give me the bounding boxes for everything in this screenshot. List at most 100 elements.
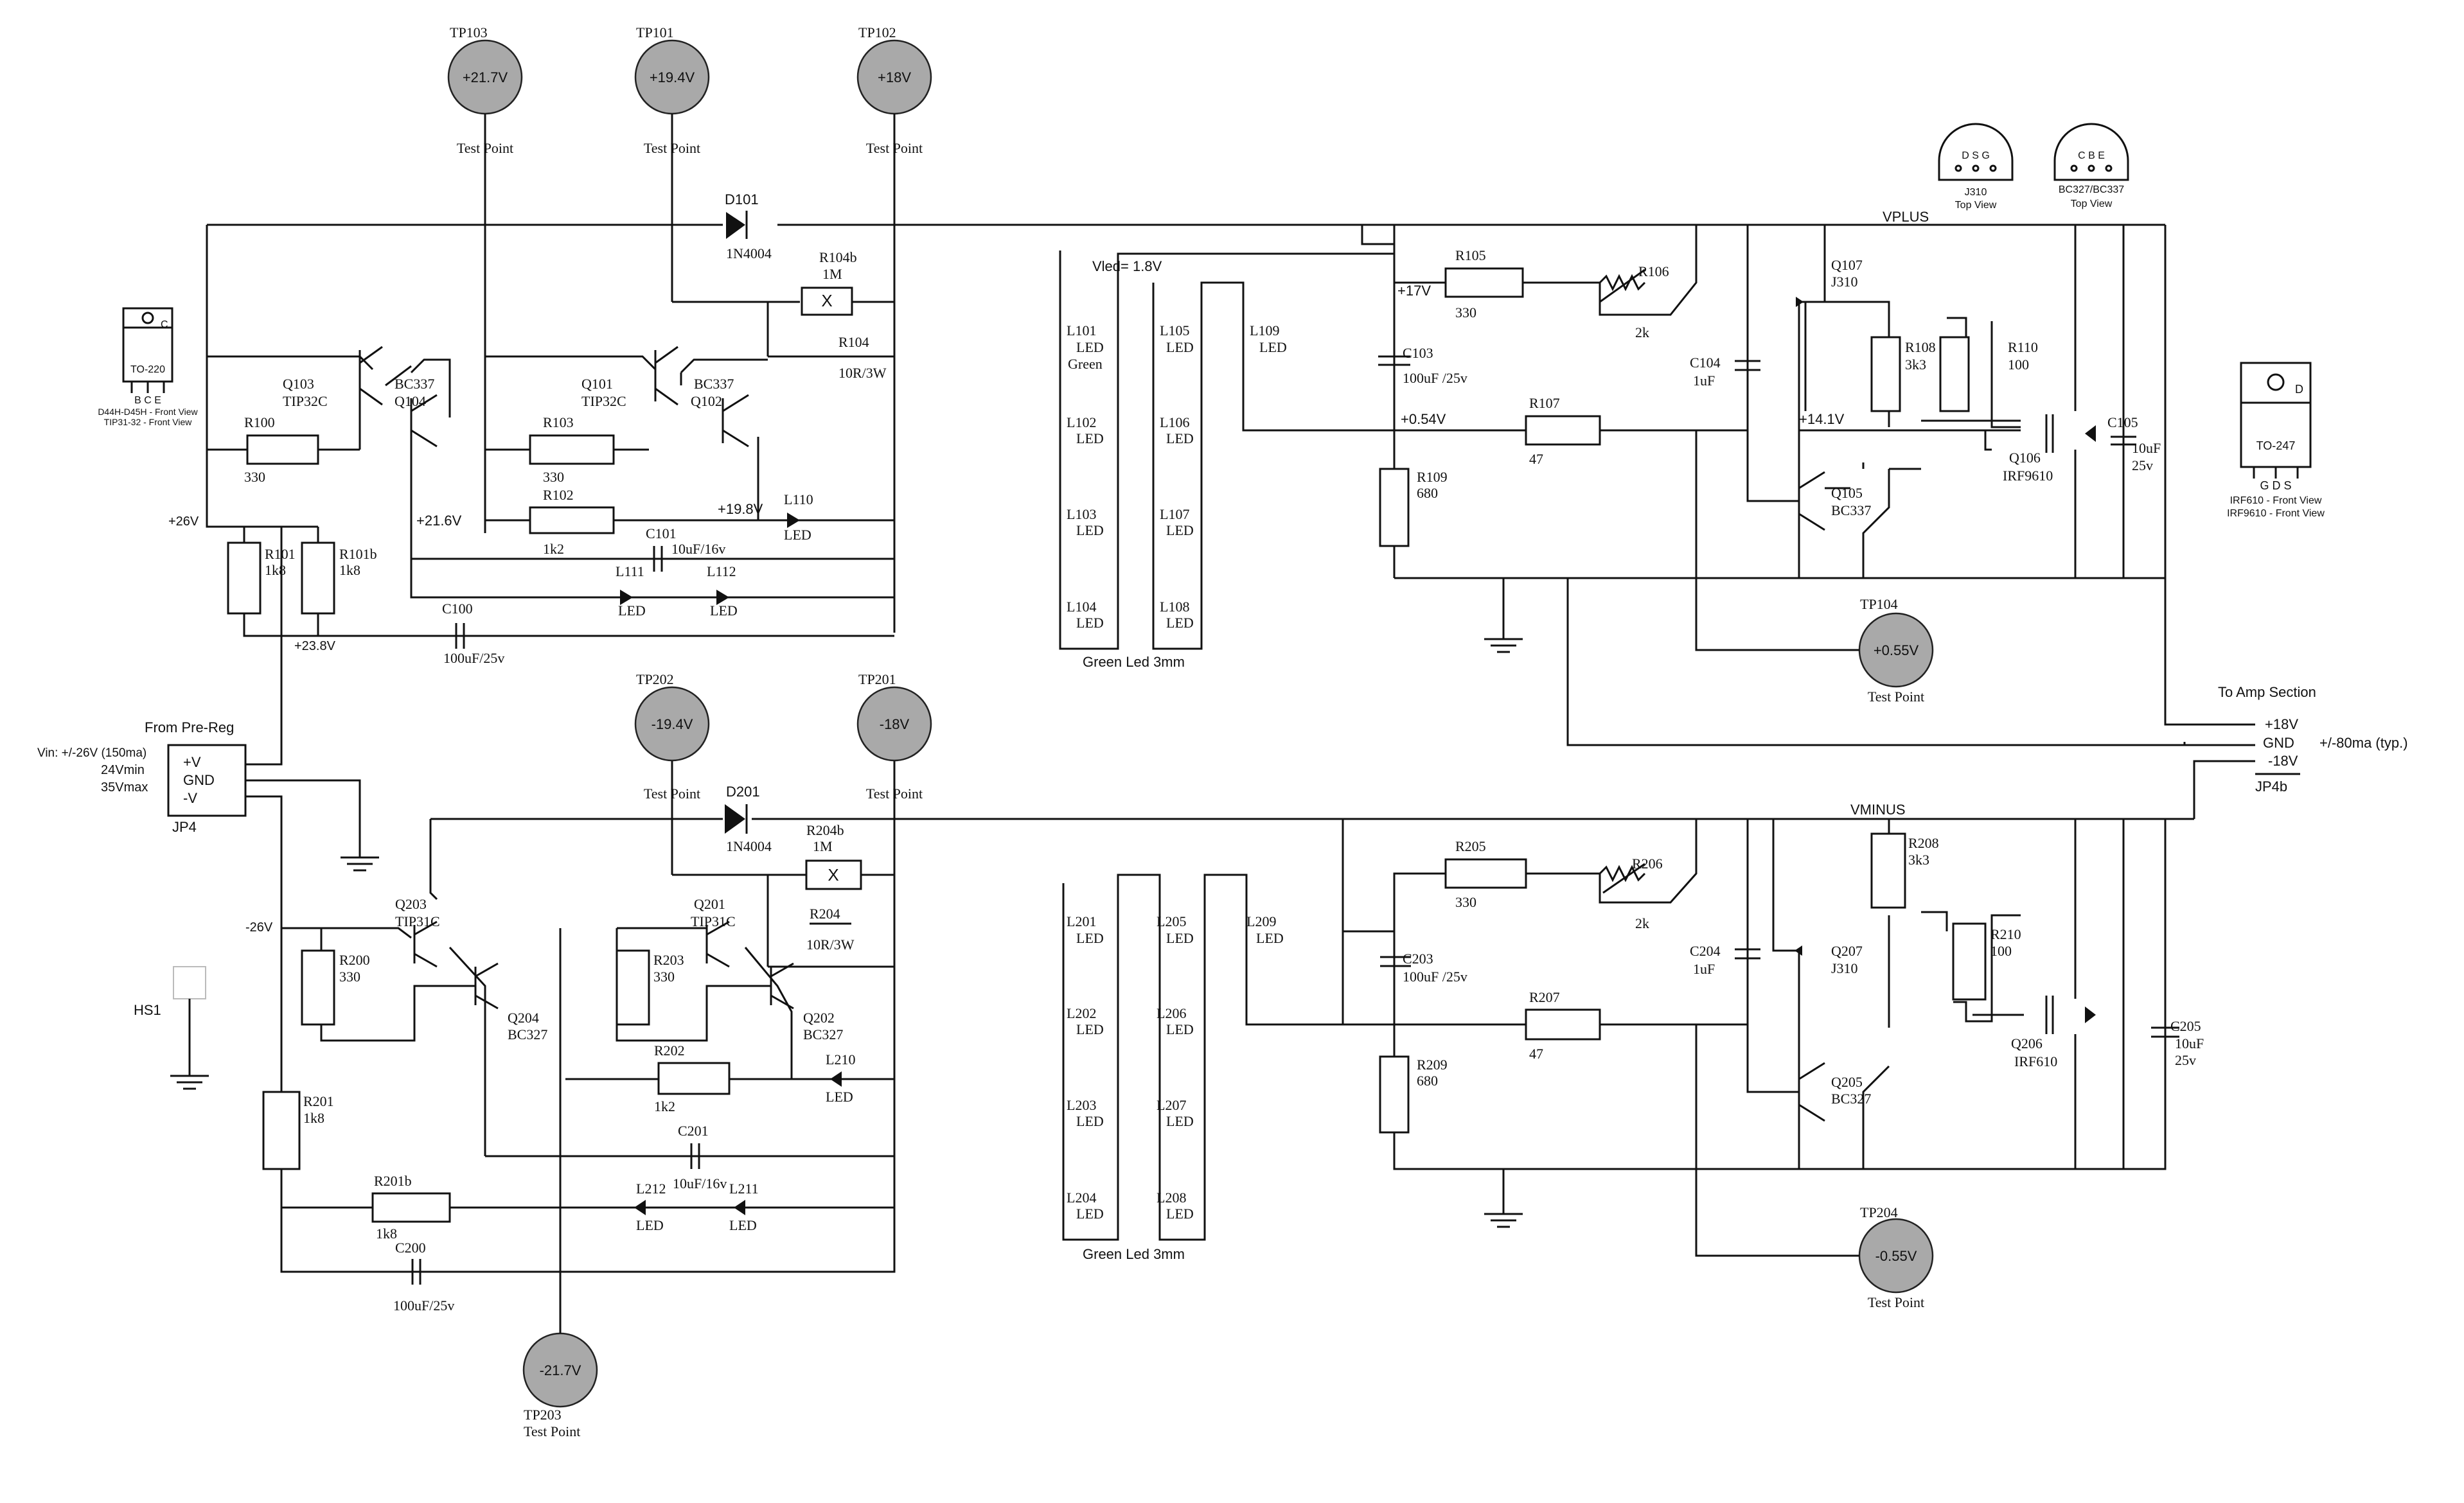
svg-text:10uF: 10uF (2132, 440, 2161, 456)
svg-text:TIP31C: TIP31C (395, 913, 440, 929)
svg-text:1k8: 1k8 (303, 1110, 324, 1126)
svg-text:LED: LED (1076, 1113, 1104, 1129)
svg-text:Top View: Top View (2071, 198, 2113, 209)
svg-text:LED: LED (1166, 522, 1194, 538)
resistor-r209 (1379, 1055, 1410, 1134)
svg-text:LED: LED (1166, 615, 1194, 631)
svg-text:R206: R206 (1632, 856, 1663, 872)
resistor-r109 (1379, 468, 1410, 547)
svg-text:+V: +V (183, 754, 201, 770)
svg-text:3k3: 3k3 (1905, 356, 1926, 373)
svg-text:D S G: D S G (1962, 150, 1990, 161)
svg-text:B C E: B C E (134, 395, 161, 406)
tp-ref: TP104 (1860, 596, 1898, 612)
tp-ref: TP202 (636, 671, 674, 687)
svg-text:Q205: Q205 (1831, 1074, 1863, 1090)
svg-text:R200: R200 (339, 952, 370, 968)
svg-text:R105: R105 (1455, 247, 1486, 263)
svg-text:L107: L107 (1160, 506, 1189, 522)
tp-value: +21.7V (463, 69, 508, 85)
svg-text:LED: LED (1166, 430, 1194, 446)
svg-text:1N4004: 1N4004 (726, 245, 772, 261)
svg-text:BC327: BC327 (803, 1026, 843, 1042)
svg-text:JP4: JP4 (172, 819, 197, 835)
svg-text:Q204: Q204 (508, 1010, 539, 1026)
svg-text:L201: L201 (1067, 913, 1096, 929)
svg-text:IRF610 - Front View: IRF610 - Front View (2230, 495, 2322, 506)
svg-text:R100: R100 (244, 414, 275, 430)
svg-text:330: 330 (543, 469, 564, 485)
svg-text:C B E: C B E (2078, 150, 2105, 161)
svg-text:R104: R104 (838, 334, 869, 350)
svg-text:Q102: Q102 (691, 393, 722, 409)
svg-text:R102: R102 (543, 487, 574, 503)
svg-text:LED: LED (1166, 1206, 1194, 1222)
svg-text:-V: -V (183, 790, 197, 806)
svg-text:+21.6V: +21.6V (416, 513, 462, 529)
svg-text:LED: LED (826, 1089, 853, 1105)
svg-text:LED: LED (636, 1217, 664, 1233)
svg-text:C: C (161, 319, 168, 330)
lower-regulator: D201 1N4004 X R204b 1M R204 10R/3W Q203 … (245, 761, 2194, 1333)
svg-text:R207: R207 (1529, 989, 1560, 1005)
svg-text:LED: LED (1076, 615, 1104, 631)
tp-value: +18V (878, 69, 911, 85)
svg-text:LED: LED (710, 602, 738, 619)
svg-text:10R/3W: 10R/3W (806, 936, 855, 953)
svg-text:L106: L106 (1160, 414, 1189, 430)
svg-text:HS1: HS1 (134, 1002, 161, 1018)
svg-text:BC337: BC337 (694, 376, 734, 392)
svg-text:R201b: R201b (374, 1173, 412, 1189)
svg-text:Q105: Q105 (1831, 485, 1863, 501)
svg-text:R103: R103 (543, 414, 574, 430)
svg-text:+/-80ma (typ.): +/-80ma (typ.) (2319, 735, 2408, 751)
svg-text:L211: L211 (729, 1181, 759, 1197)
svg-text:330: 330 (244, 469, 265, 485)
svg-text:L208: L208 (1157, 1190, 1186, 1206)
svg-text:100: 100 (1990, 943, 2012, 959)
svg-text:R104b: R104b (819, 249, 857, 265)
bc327-package: C B E BC327/BC337 Top View (2053, 123, 2129, 209)
svg-text:LED: LED (1256, 930, 1284, 946)
svg-text:L210: L210 (826, 1051, 855, 1068)
svg-text:IRF9610: IRF9610 (2003, 468, 2053, 484)
svg-text:Q207: Q207 (1831, 943, 1863, 959)
svg-text:Q106: Q106 (2009, 450, 2041, 466)
svg-text:Q202: Q202 (803, 1010, 835, 1026)
svg-text:2k: 2k (1635, 324, 1649, 340)
j310-package: D S G J310 Top View (1938, 123, 2014, 211)
svg-text:LED: LED (1076, 430, 1104, 446)
svg-text:330: 330 (653, 969, 675, 985)
diode-d101 (726, 212, 745, 239)
svg-text:Q101: Q101 (581, 376, 613, 392)
connector-jp4: From Pre-Reg Vin: +/-26V (150ma) 24Vmin … (37, 689, 896, 1273)
svg-text:TO-220: TO-220 (130, 364, 165, 375)
svg-text:L204: L204 (1067, 1190, 1096, 1206)
svg-text:J310: J310 (1831, 274, 1858, 290)
svg-text:1k8: 1k8 (376, 1226, 397, 1242)
svg-text:C103: C103 (1403, 345, 1433, 361)
svg-text:47: 47 (1529, 451, 1543, 467)
svg-text:+0.54V: +0.54V (1401, 411, 1446, 427)
resistor-r101b (301, 541, 335, 615)
svg-text:100uF /25v: 100uF /25v (1403, 370, 1467, 386)
svg-text:Green: Green (1068, 356, 1103, 372)
svg-text:Q107: Q107 (1831, 257, 1863, 273)
svg-text:Q104: Q104 (394, 393, 426, 409)
svg-text:+17V: +17V (1397, 283, 1431, 299)
svg-text:D201: D201 (726, 784, 760, 800)
resistor-r202 (657, 1062, 731, 1095)
upper-output-stage: VPLUS R105 330 R106 2k (1361, 209, 2186, 746)
svg-text:GND: GND (183, 772, 215, 788)
tp-ref: TP102 (858, 24, 896, 40)
svg-text:+18V: +18V (2265, 716, 2298, 732)
svg-text:1N4004: 1N4004 (726, 838, 772, 854)
svg-text:R108: R108 (1905, 339, 1936, 355)
svg-text:LED: LED (1076, 930, 1104, 946)
svg-text:100: 100 (2008, 356, 2029, 373)
svg-text:10R/3W: 10R/3W (838, 365, 887, 381)
resistor-r201 (262, 1091, 301, 1170)
svg-text:L209: L209 (1246, 913, 1276, 929)
tp-value: +0.55V (1874, 642, 1919, 658)
